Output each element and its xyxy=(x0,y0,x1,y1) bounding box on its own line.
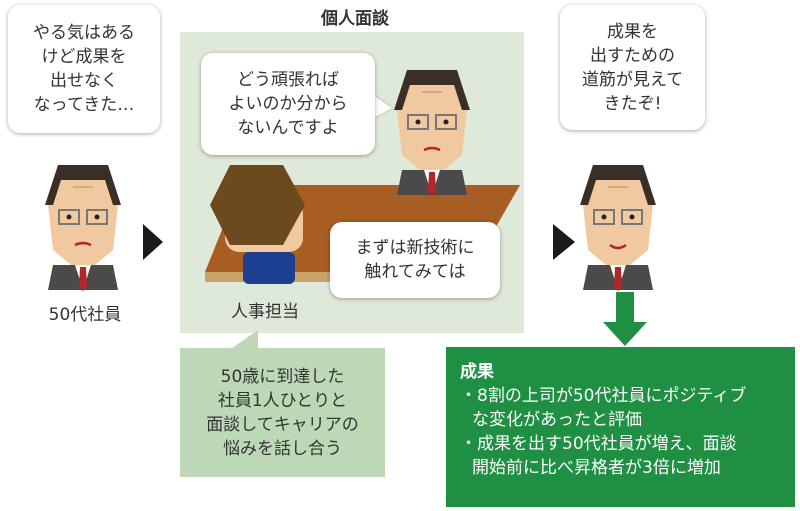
result-heading: 成果 xyxy=(460,362,494,382)
left-employee-figure xyxy=(45,165,121,291)
arrow-right-icon xyxy=(553,224,575,260)
bubble-tail xyxy=(70,132,92,152)
hr-speech-bubble: まずは新技術に 触れてみては xyxy=(330,222,500,298)
right-employee-figure xyxy=(580,165,656,291)
bubble-tail xyxy=(373,95,392,118)
result-item: ・8割の上司が50代社員にポジティブ な変化があったと評価 xyxy=(460,386,747,430)
result-item: ・成果を出す50代社員が増え、面談 開始前に比べ昇格者が3倍に増加 xyxy=(460,434,737,478)
interview-note: 50歳に到達した 社員1人ひとりと 面談してキャリアの 悩みを話し合う xyxy=(180,348,385,477)
arrow-down-icon xyxy=(603,292,647,346)
left-employee-speech-bubble: やる気はある けど成果を 出せなく なってきた… xyxy=(8,5,160,133)
hr-label: 人事担当 xyxy=(231,302,299,322)
interview-title: 個人面談 xyxy=(321,9,389,29)
arrow-right-icon xyxy=(143,224,163,260)
employee-in-interview-figure xyxy=(394,70,470,196)
right-employee-speech-bubble: 成果を 出すための 道筋が見えて きたぞ! xyxy=(560,5,705,130)
hr-person xyxy=(210,165,305,284)
note-tail xyxy=(232,330,258,348)
employee-speech-bubble: どう頑張れば よいのか分から ないんですよ xyxy=(201,53,375,155)
left-employee-label: 50代社員 xyxy=(48,305,122,325)
result-box: 成果 ・8割の上司が50代社員にポジティブ な変化があったと評価 ・成果を出す5… xyxy=(446,347,795,507)
bubble-tail xyxy=(620,128,640,150)
